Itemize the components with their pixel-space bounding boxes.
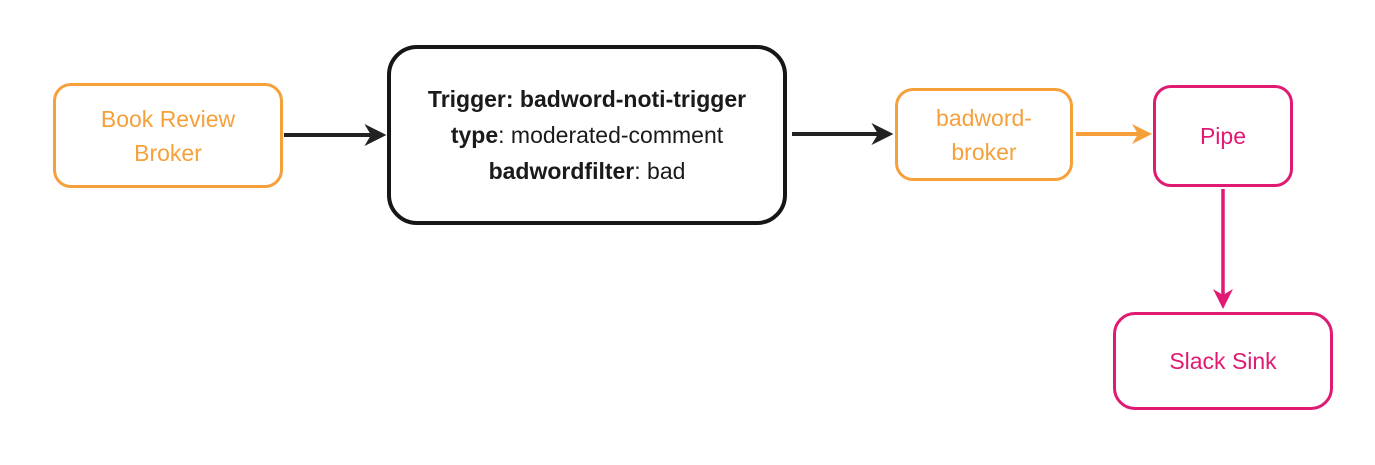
node-trigger: Trigger: badword-noti-trigger type: mode… [387,45,787,225]
trigger-name-text: Trigger: badword-noti-trigger [427,86,747,112]
node-slack-sink: Slack Sink [1113,312,1333,410]
node-label: Pipe [1199,123,1247,149]
node-label: broker [951,138,1017,165]
node-label: Broker [134,139,202,166]
node-pipe: Pipe [1153,85,1293,187]
trigger-type-value: : moderated-comment [498,122,724,148]
trigger-type-line: type: moderated-comment [451,117,723,153]
node-label: badword- [936,104,1032,131]
node-label: Slack Sink [1169,348,1277,374]
trigger-filter-value: : bad [634,158,686,184]
trigger-name-line: Trigger: badword-noti-trigger [428,81,746,117]
node-label: Book Review [100,105,236,132]
trigger-filter-line: badwordfilter: bad [489,153,686,189]
trigger-type-key: type [450,122,499,148]
node-book-review-broker: Book Review Broker [53,83,283,188]
trigger-filter-key: badwordfilter [488,158,635,184]
node-badword-broker: badword- broker [895,88,1073,181]
